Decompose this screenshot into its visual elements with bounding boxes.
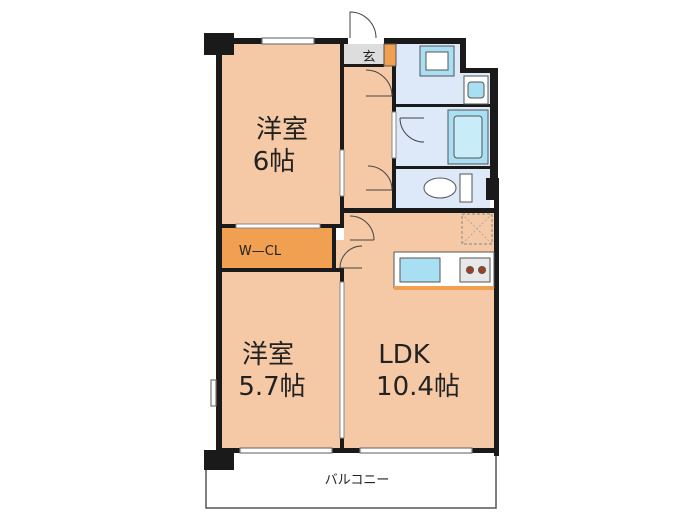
ldk-name: LDK [378,340,431,370]
toilet-tank [459,173,473,203]
entrance-wall [344,64,384,67]
room2-name: 洋室 [242,340,294,370]
room2-size: 5.7帖 [238,372,305,402]
front-door [349,11,377,39]
sliding-door-closet [235,223,321,229]
room1-name: 洋室 [256,115,308,145]
ldk-floor [344,213,496,448]
balcony-floor [205,451,497,509]
doors [339,11,425,269]
window-balcony-2 [359,447,473,454]
windows [210,37,473,454]
wet-partition-3 [344,208,496,213]
ldk-door [349,215,375,241]
western-room-2-floor [222,272,342,448]
burner-left [466,266,474,274]
burner-right [478,266,486,274]
room1-size: 6帖 [253,147,296,177]
hallway-floor [344,66,396,211]
kitchen-sink [399,257,441,283]
walk-in-closet-floor [222,228,332,268]
sliding-door-room1 [339,149,345,197]
entrance-floor [344,44,384,66]
top-wall-wet-step [460,68,498,73]
right-wall-wet-top [460,38,466,72]
closet-label: W—CL [239,244,282,259]
left-outer-wall [216,38,222,456]
closet-door [339,245,363,269]
western-room-1-floor [222,44,342,224]
sliding-door-room2 [339,281,345,439]
partition-room1-hall [340,44,344,228]
right-outer-wall [490,68,498,178]
fixtures [383,43,495,290]
washing-machine-drum [467,81,485,99]
bottom-wall [216,448,498,453]
column-right [486,178,498,200]
window-room1-top [261,37,315,45]
top-wall-wet [384,38,466,44]
shoe-cabinet [383,43,397,67]
wet-partition-2 [396,166,490,169]
closet-right-wall [332,228,336,272]
toilet-door [366,165,393,191]
sliding-door-wet [391,111,397,159]
washroom-door [365,69,393,97]
labels: 洋室 6帖 W—CL 洋室 5.7帖 LDK 10.4帖 玄 バルコニー [238,50,460,488]
window-room2-side [210,379,217,407]
balcony-label: バルコニー [325,473,390,488]
washbasin-bowl [425,51,449,71]
ldk-size: 10.4帖 [376,372,460,402]
kitchen-counter-edge [394,286,494,290]
wet-partition-1 [396,104,490,107]
refrigerator-space [461,213,493,245]
right-wall-lower [494,178,499,456]
column-top-left [204,33,234,55]
refrigerator-cross [461,213,493,245]
partition-closet-room2 [222,268,344,272]
sliding-doors [235,111,397,439]
toilet-bowl [423,177,457,199]
bathtub-inner [453,115,483,159]
bathroom-door [399,117,425,143]
column-bottom-left [204,450,234,470]
entrance-label: 玄 [362,50,375,65]
window-balcony-1 [239,447,333,454]
